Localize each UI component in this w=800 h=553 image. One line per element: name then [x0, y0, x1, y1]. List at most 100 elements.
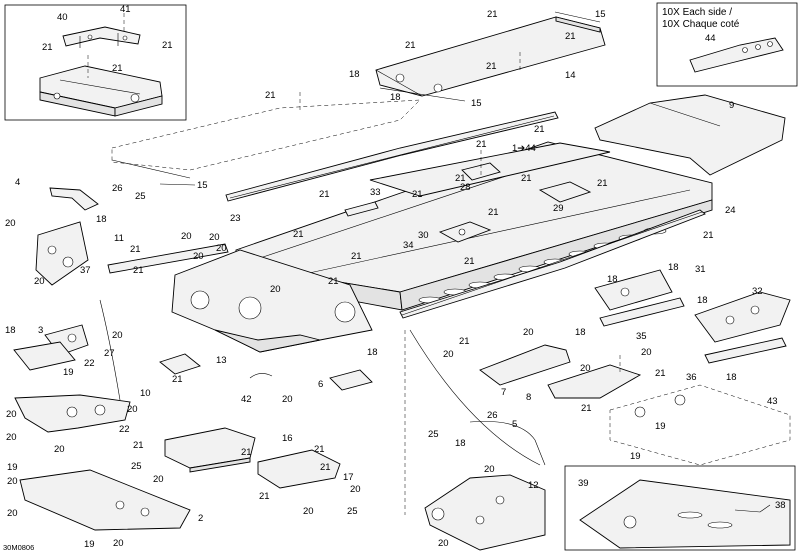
- callout-39: 39: [578, 478, 589, 489]
- part-40-lower-assembly: [39, 65, 163, 117]
- note-each-side-french: 10X Chaque coté: [662, 19, 740, 30]
- callout-21: 21: [487, 9, 498, 20]
- callout-20: 20: [523, 327, 534, 338]
- callout-26: 26: [112, 183, 123, 194]
- part-38-handle: [734, 504, 771, 513]
- part-14-panel: [375, 16, 606, 97]
- callout-22: 22: [119, 424, 130, 435]
- callout-labels: 40 41 21 21 21 15 21 21 21 21 14 18 21 1…: [5, 4, 786, 550]
- part-22-plate: [13, 341, 76, 371]
- part-42-clip: [249, 373, 273, 379]
- inset-box-top-left: [4, 4, 187, 121]
- callout-20: 20: [443, 349, 454, 360]
- callout-44: 44: [705, 33, 716, 44]
- callout-19: 19: [63, 367, 74, 378]
- part-36-rail: [704, 337, 787, 364]
- callout-40: 40: [57, 12, 68, 23]
- callout-20: 20: [7, 476, 18, 487]
- callout-18: 18: [349, 69, 360, 80]
- callout-11: 11: [114, 233, 124, 244]
- callout-21: 21: [412, 189, 423, 200]
- part-32-bracket: [694, 291, 791, 343]
- callout-21: 21: [534, 124, 545, 135]
- part-29-block: [538, 181, 592, 203]
- callout-15: 15: [471, 98, 482, 109]
- callout-21: 21: [293, 229, 304, 240]
- part-13-plate: [159, 353, 201, 375]
- callout-20: 20: [282, 394, 293, 405]
- callout-34: 34: [403, 240, 414, 251]
- callout-28: 28: [460, 182, 471, 193]
- callout-35: 35: [636, 331, 647, 342]
- callout-22: 22: [84, 358, 95, 369]
- callout-20: 20: [127, 404, 138, 415]
- callout-20: 20: [350, 484, 361, 495]
- callout-21: 21: [521, 173, 532, 184]
- callout-18: 18: [575, 327, 586, 338]
- callout-42: 42: [241, 394, 252, 405]
- callout-21: 21: [581, 403, 592, 414]
- callout-43: 43: [767, 396, 778, 407]
- callout-18: 18: [668, 262, 679, 273]
- part-40-bracket: [62, 26, 141, 48]
- part-24-rail: [399, 209, 706, 319]
- callout-24: 24: [725, 205, 736, 216]
- callout-20: 20: [438, 538, 449, 549]
- drawing-code: 30M0806: [3, 543, 34, 552]
- callout-20: 20: [113, 538, 124, 549]
- callout-4: 4: [15, 177, 20, 188]
- callout-18: 18: [697, 295, 708, 306]
- part-44-slider-plate: [689, 37, 784, 73]
- part-5-handle: [469, 421, 546, 466]
- callout-20: 20: [34, 276, 45, 287]
- part-31-bracket: [594, 269, 673, 311]
- part-7-bracket: [479, 344, 571, 386]
- callout-21: 21: [133, 265, 144, 276]
- callout-15: 15: [197, 180, 208, 191]
- part-10-bracket: [14, 394, 131, 433]
- callout-7: 7: [501, 387, 506, 398]
- callout-21: 21: [351, 251, 362, 262]
- part-37-bar: [107, 243, 229, 274]
- callout-21: 21: [488, 207, 499, 218]
- callout-21: 21: [476, 139, 487, 150]
- callout-20: 20: [7, 508, 18, 519]
- callout-13: 13: [216, 355, 227, 366]
- callout-21: 21: [320, 462, 331, 473]
- callout-25: 25: [135, 191, 146, 202]
- callout-36: 36: [686, 372, 697, 383]
- callout-25: 25: [428, 429, 439, 440]
- callout-1-to-44: 1➔44: [512, 143, 536, 154]
- callout-21: 21: [464, 256, 475, 267]
- callout-9: 9: [729, 100, 734, 111]
- callout-19: 19: [630, 451, 641, 462]
- callout-23: 23: [230, 213, 241, 224]
- part-2-bracket: [19, 469, 191, 531]
- part-33-clip: [344, 201, 379, 217]
- callout-20: 20: [181, 231, 192, 242]
- callout-21: 21: [130, 244, 141, 255]
- callout-21: 21: [565, 31, 576, 42]
- callout-20: 20: [6, 409, 17, 420]
- callout-19: 19: [655, 421, 666, 432]
- callout-29: 29: [553, 203, 564, 214]
- callout-21: 21: [259, 491, 270, 502]
- callout-26: 26: [487, 410, 498, 421]
- callout-17: 17: [343, 472, 354, 483]
- callout-3: 3: [38, 325, 43, 336]
- callout-20: 20: [641, 347, 652, 358]
- callout-21: 21: [265, 90, 276, 101]
- callout-21: 21: [459, 336, 470, 347]
- callout-2: 2: [198, 513, 203, 524]
- part-4-bracket: [49, 187, 99, 211]
- front-bulkhead: [171, 249, 373, 353]
- callout-20: 20: [209, 232, 220, 243]
- part-43-plate: [609, 384, 791, 466]
- callout-14: 14: [565, 70, 576, 81]
- callout-20: 20: [216, 243, 227, 254]
- callout-21: 21: [405, 40, 416, 51]
- callout-25: 25: [131, 461, 142, 472]
- callout-21: 21: [162, 40, 173, 51]
- callout-20: 20: [193, 251, 204, 262]
